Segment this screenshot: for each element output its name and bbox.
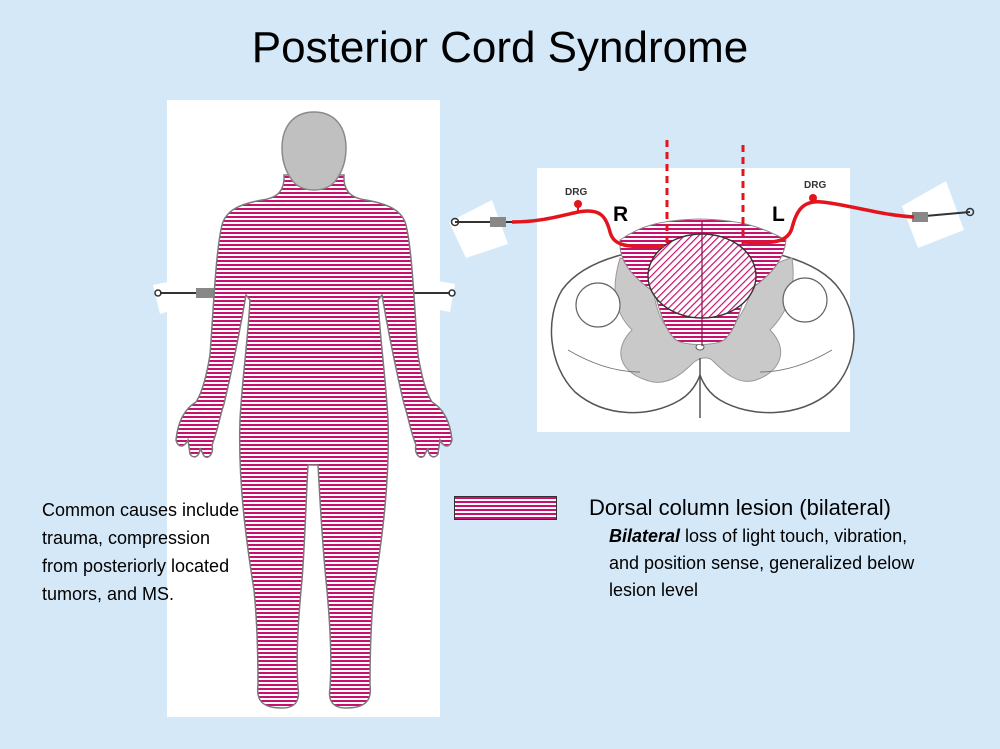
right-dorsal-root: [743, 200, 915, 245]
drg-label-right: DRG: [804, 180, 826, 191]
drg-label-left: DRG: [565, 187, 587, 198]
side-label-right: R: [613, 203, 628, 226]
left-arm-electrode: [153, 278, 214, 314]
side-label-left: L: [772, 203, 785, 226]
left-drg-marker: [574, 200, 582, 208]
legend-desc-rest: loss of light touch, vibration, and posi…: [609, 526, 915, 600]
legend-description: Bilateral loss of light touch, vibration…: [609, 523, 929, 604]
common-causes-text: Common causes include trauma, compressio…: [42, 500, 240, 604]
legend-title: Dorsal column lesion (bilateral): [589, 495, 892, 520]
right-drg-marker: [809, 194, 817, 202]
left-dorsal-root: [511, 209, 665, 249]
left-electrode-tab: [449, 200, 508, 258]
human-body-figure: [175, 111, 453, 709]
pink-striped-swatch: [454, 496, 557, 520]
page-title: Posterior Cord Syndrome: [251, 23, 749, 72]
legend-desc-bold: Bilateral: [609, 526, 681, 546]
spinal-cord-diagram: DRG DRG R L: [449, 140, 975, 418]
